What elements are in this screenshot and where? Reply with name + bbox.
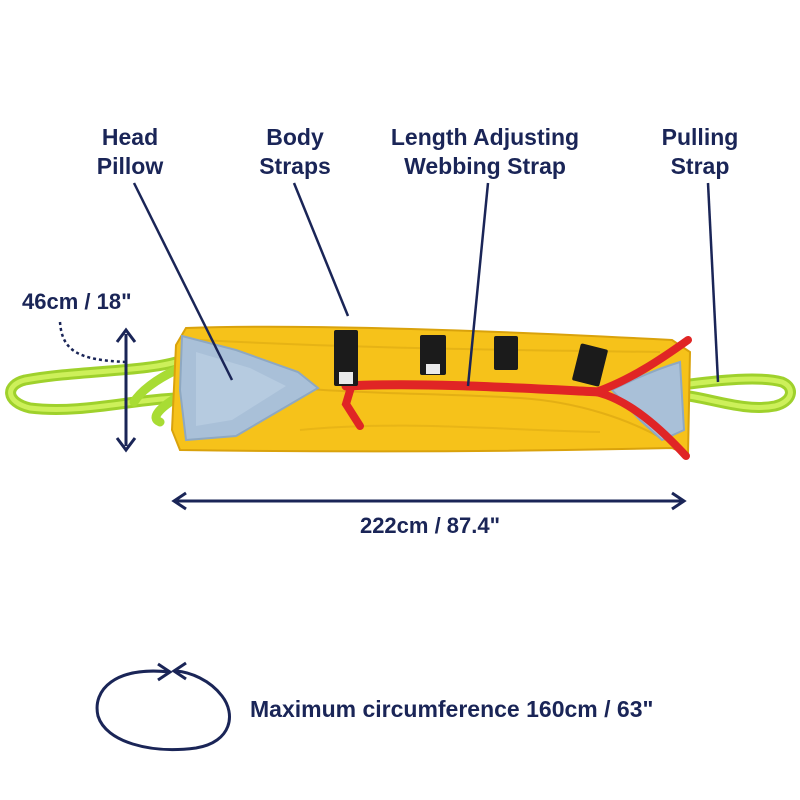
rescue-sheet [170,325,692,457]
height-dimension [58,321,137,453]
label-body-straps: Body Straps [259,124,331,179]
leader-body-straps [292,182,350,317]
height-label: 46cm / 18" [22,289,132,314]
leader-head-pillow [132,182,234,381]
label-head-pillow: Head Pillow [96,124,164,179]
left-pulling-strap [5,354,188,427]
label-length-adjusting-strap: Length Adjusting Webbing Strap [390,124,580,179]
circumference-icon [95,661,231,752]
length-label: 222cm / 87.4" [359,513,501,538]
right-pulling-strap [676,373,796,413]
leader-lines [132,182,720,387]
foot-red-strap [592,336,692,460]
length-adjusting-strap [341,380,605,397]
length-dimension [171,491,687,511]
leader-pulling-strap [706,182,720,383]
circumference-label: Maximum circumference 160cm / 63" [250,696,654,722]
label-pulling-strap: Pulling Strap [661,124,739,179]
leader-length-strap [466,182,490,387]
body-straps [334,330,608,387]
